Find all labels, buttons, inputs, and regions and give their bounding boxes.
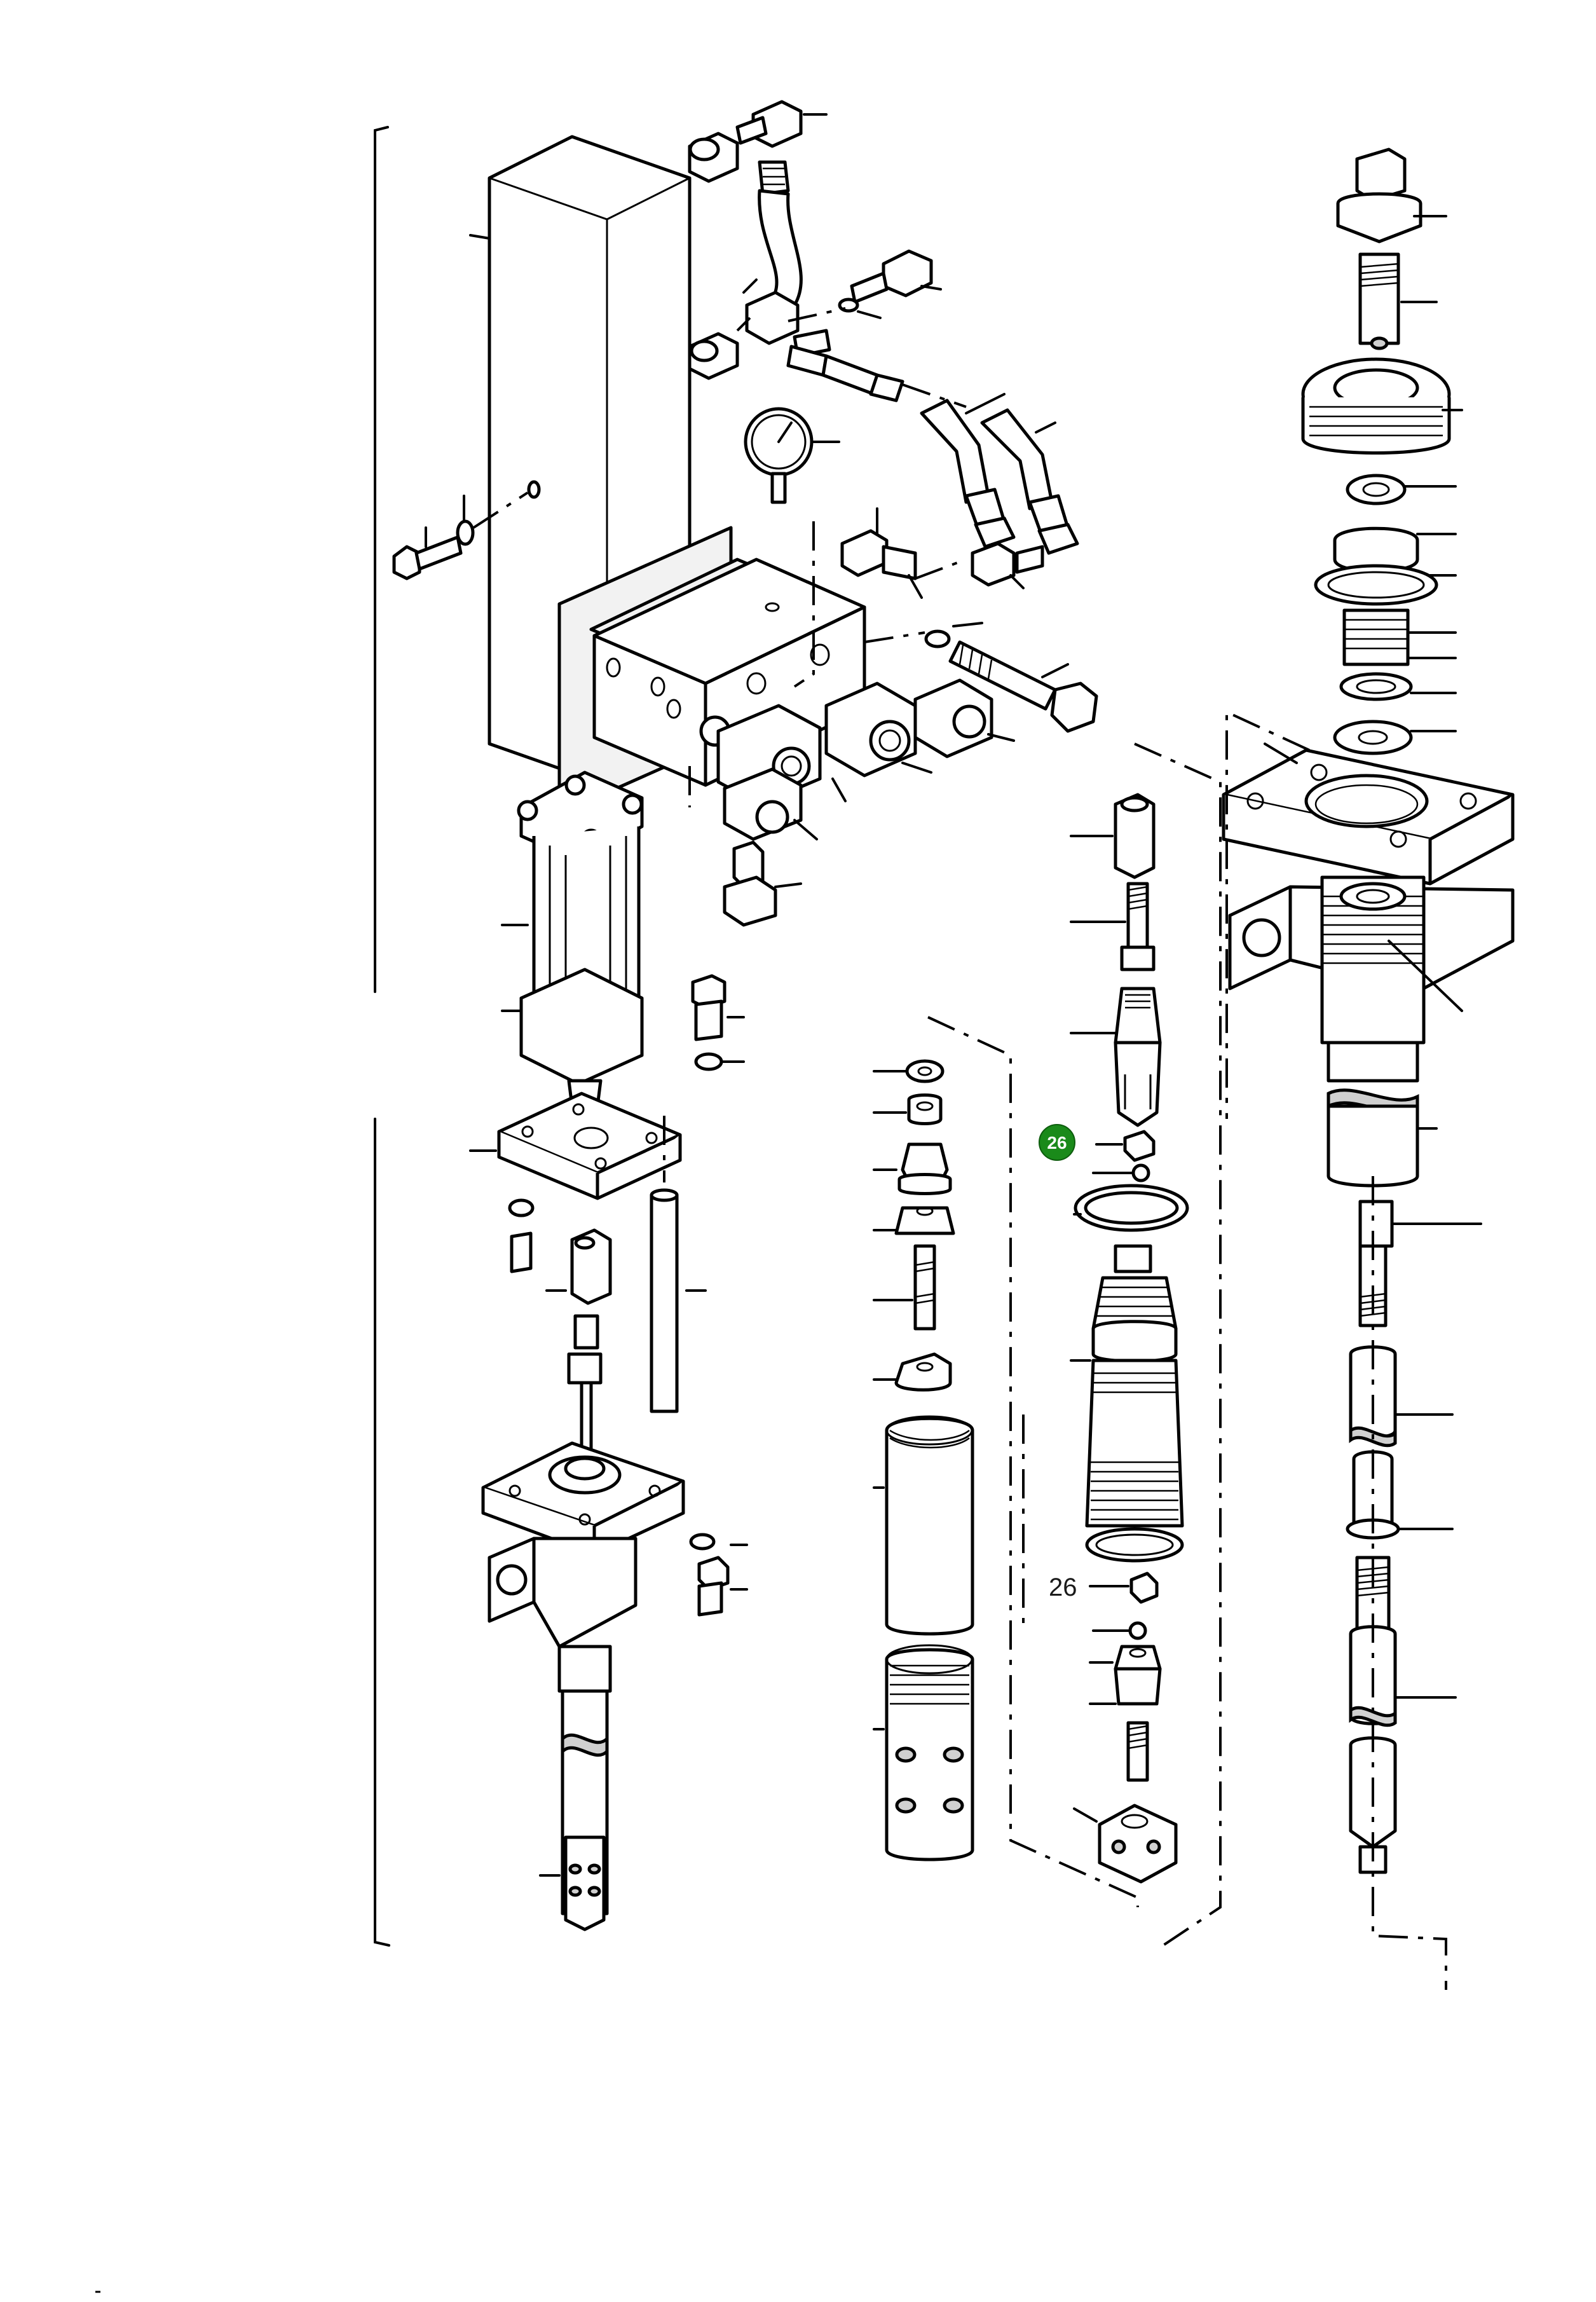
callout-26-highlighted-label: 26 [1047, 1133, 1067, 1153]
bolt-left [392, 480, 541, 580]
pump-shaft-left [539, 1689, 609, 1931]
center-column-parts [1070, 793, 1189, 1884]
middle-column-link [927, 1016, 1139, 1907]
left-assembly-bracket [374, 126, 390, 1947]
cylinder-screws [691, 974, 745, 1071]
hose-connector [736, 317, 967, 408]
piston-rod [567, 1314, 603, 1464]
coupler [508, 1198, 612, 1305]
cap-screw-upper [788, 249, 942, 322]
top-fittings [688, 100, 828, 307]
pressure-gauge [744, 407, 840, 504]
mounting-plate [469, 1092, 682, 1200]
drain-fitting [723, 840, 802, 927]
callout-26[interactable]: 26 [1049, 1573, 1077, 1601]
fitting-nut [915, 542, 1044, 589]
lower-flange-screws [689, 1533, 748, 1617]
elbow-fitting [688, 278, 831, 380]
manifold-long-bolt [864, 622, 1098, 733]
check-valve-fitting [840, 507, 923, 599]
callout-26-highlighted[interactable]: 26 [1039, 1124, 1075, 1161]
callout-26-label: 26 [1049, 1573, 1077, 1601]
solenoid-valves [716, 678, 1015, 841]
air-cylinder [501, 771, 644, 1121]
manifold-link [793, 521, 815, 688]
valve-manifold [557, 526, 866, 816]
lower-flange [481, 1441, 685, 1693]
center-column-link [1134, 743, 1222, 1947]
middle-column-parts [873, 1059, 974, 1861]
hose-pair [920, 393, 1079, 555]
spacer-rod [650, 1188, 707, 1413]
right-column-parts [1222, 147, 1515, 1874]
